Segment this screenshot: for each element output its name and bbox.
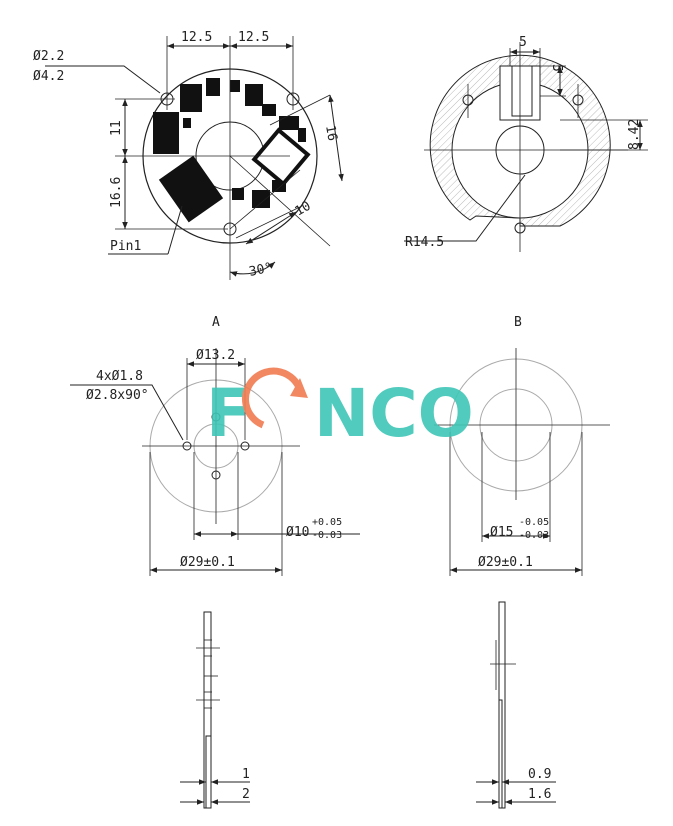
dim-10: 10	[293, 199, 314, 220]
view-a-d10: Ø10	[286, 525, 309, 540]
angle-30: 30°	[248, 260, 274, 280]
view-b-d29: Ø29±0.1	[478, 555, 533, 570]
dim-5-side: 5	[549, 64, 564, 72]
view-b	[434, 348, 610, 576]
view-a-csink: Ø2.8x90°	[86, 388, 149, 403]
dim-16-6: 16.6	[109, 177, 124, 208]
housing-top-view	[404, 42, 648, 252]
ic-chip	[251, 127, 311, 187]
dim-8-42: 8.42	[627, 119, 642, 150]
view-b-label: B	[514, 315, 522, 330]
dim-5-top: 5	[519, 35, 527, 50]
side-view-left	[180, 611, 250, 809]
view-b-d15-plus: -0.05	[519, 517, 549, 528]
side-right-t1: 0.9	[528, 767, 551, 782]
view-a-d29: Ø29±0.1	[180, 555, 235, 570]
side-right-t2: 1.6	[528, 787, 551, 802]
svg-text:NCO: NCO	[314, 375, 474, 452]
view-a	[70, 348, 360, 576]
view-b-d15: Ø15	[490, 525, 513, 540]
view-a-d10-plus: +0.05	[312, 517, 342, 528]
hole-large-label: Ø4.2	[33, 69, 64, 84]
hole-small-label: Ø2.2	[33, 49, 64, 64]
svg-text:F: F	[206, 375, 251, 452]
pcb-components	[153, 78, 306, 223]
view-b-d15-minus: -0.03	[519, 530, 549, 541]
fenco-logo: F NCO	[206, 367, 474, 452]
dim-12-5-left: 12.5	[181, 30, 212, 45]
view-a-d10-minus: -0.03	[312, 530, 342, 541]
side-left-body	[203, 611, 212, 809]
side-left-t1: 1	[242, 767, 250, 782]
dim-16: 16	[322, 124, 339, 142]
pcb-top-view	[45, 36, 344, 280]
view-a-label: A	[212, 315, 220, 330]
dim-11: 11	[109, 120, 124, 136]
pin1-label: Pin1	[110, 239, 141, 254]
view-a-d13-2: Ø13.2	[196, 348, 235, 363]
side-view-right	[476, 601, 556, 809]
side-left-t2: 2	[242, 787, 250, 802]
radius-label: R14.5	[405, 235, 444, 250]
view-a-holes: 4xØ1.8	[96, 369, 143, 384]
dim-12-5-right: 12.5	[238, 30, 269, 45]
